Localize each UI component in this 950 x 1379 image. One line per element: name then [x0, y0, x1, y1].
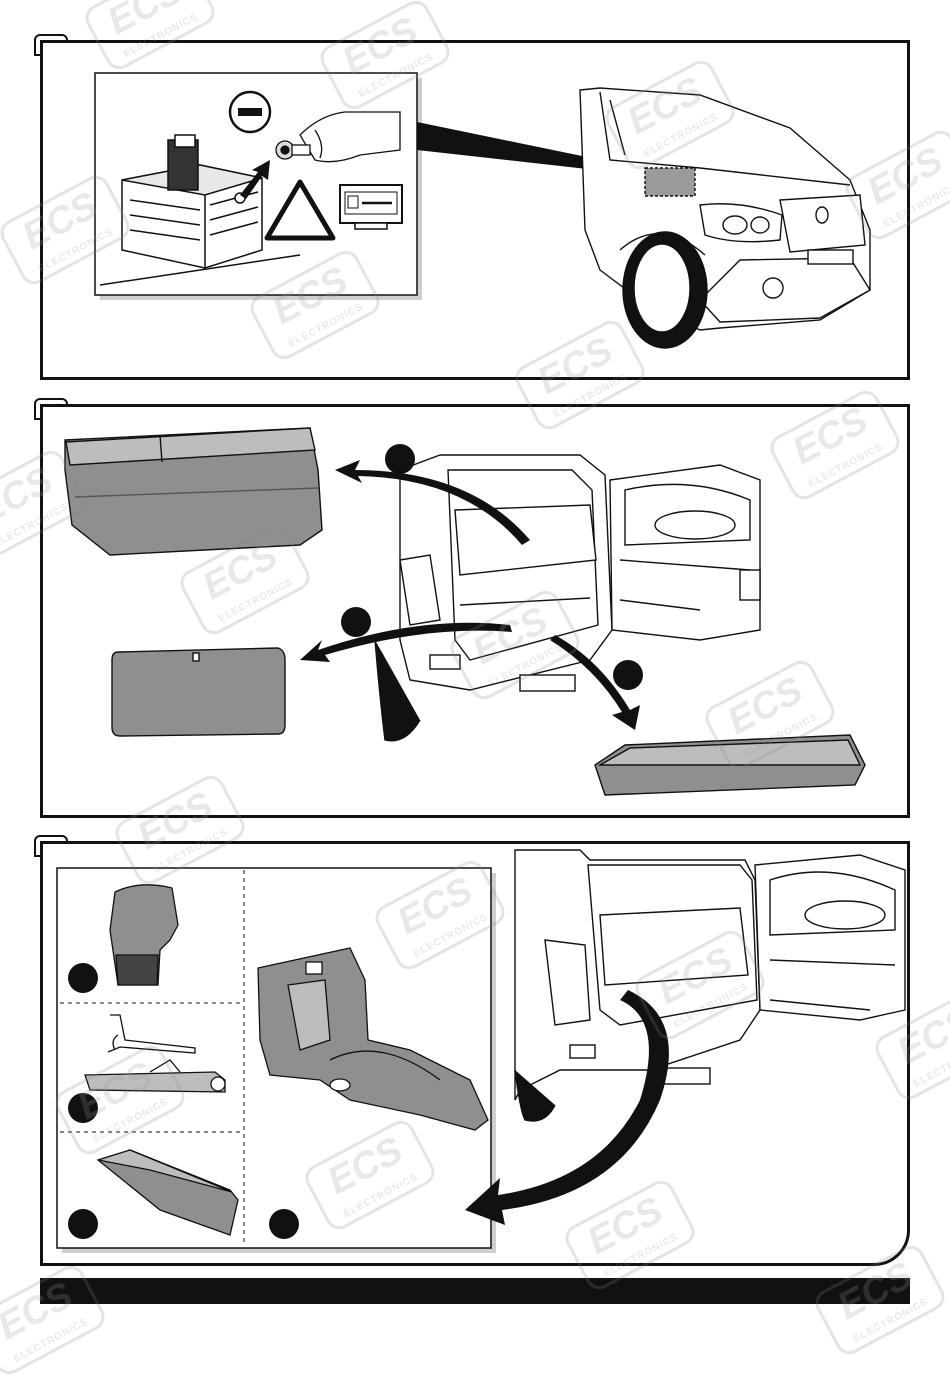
sill-panel — [594, 734, 866, 796]
left-side-trim-panel — [257, 947, 489, 1131]
side-cover-panel — [109, 884, 179, 986]
suv-rear-open-step3 — [514, 849, 906, 1122]
step-2-badge-a — [385, 444, 415, 474]
trunk-cover — [64, 427, 323, 556]
step-2-badge-c — [613, 660, 643, 690]
floor-board — [111, 647, 286, 737]
step-2-badge-b — [341, 607, 371, 637]
step-3-illustration — [56, 849, 906, 1253]
warning-triangle-icon — [264, 179, 336, 241]
jack-and-tools — [84, 1014, 226, 1093]
battery — [99, 134, 301, 286]
step-3-badge-b — [68, 1093, 98, 1123]
step-3-badge-c — [68, 1209, 98, 1239]
battery-arrow — [240, 160, 270, 199]
hand-with-terminal — [275, 111, 401, 163]
curved-arrow-icon — [465, 990, 669, 1225]
step-3-badge-a — [68, 963, 98, 993]
step-3-badge-d — [269, 1209, 299, 1239]
radio-unit-icon — [339, 184, 403, 230]
curved-arrow-icon — [300, 460, 640, 730]
car-front-view — [579, 87, 871, 349]
step-1-illustration — [94, 72, 871, 349]
footer-bar — [40, 1278, 910, 1304]
battery-location-marker — [644, 167, 696, 197]
step-2-illustration — [64, 427, 866, 796]
minus-sign-icon — [228, 90, 272, 134]
sill-trim-piece — [96, 1149, 239, 1236]
